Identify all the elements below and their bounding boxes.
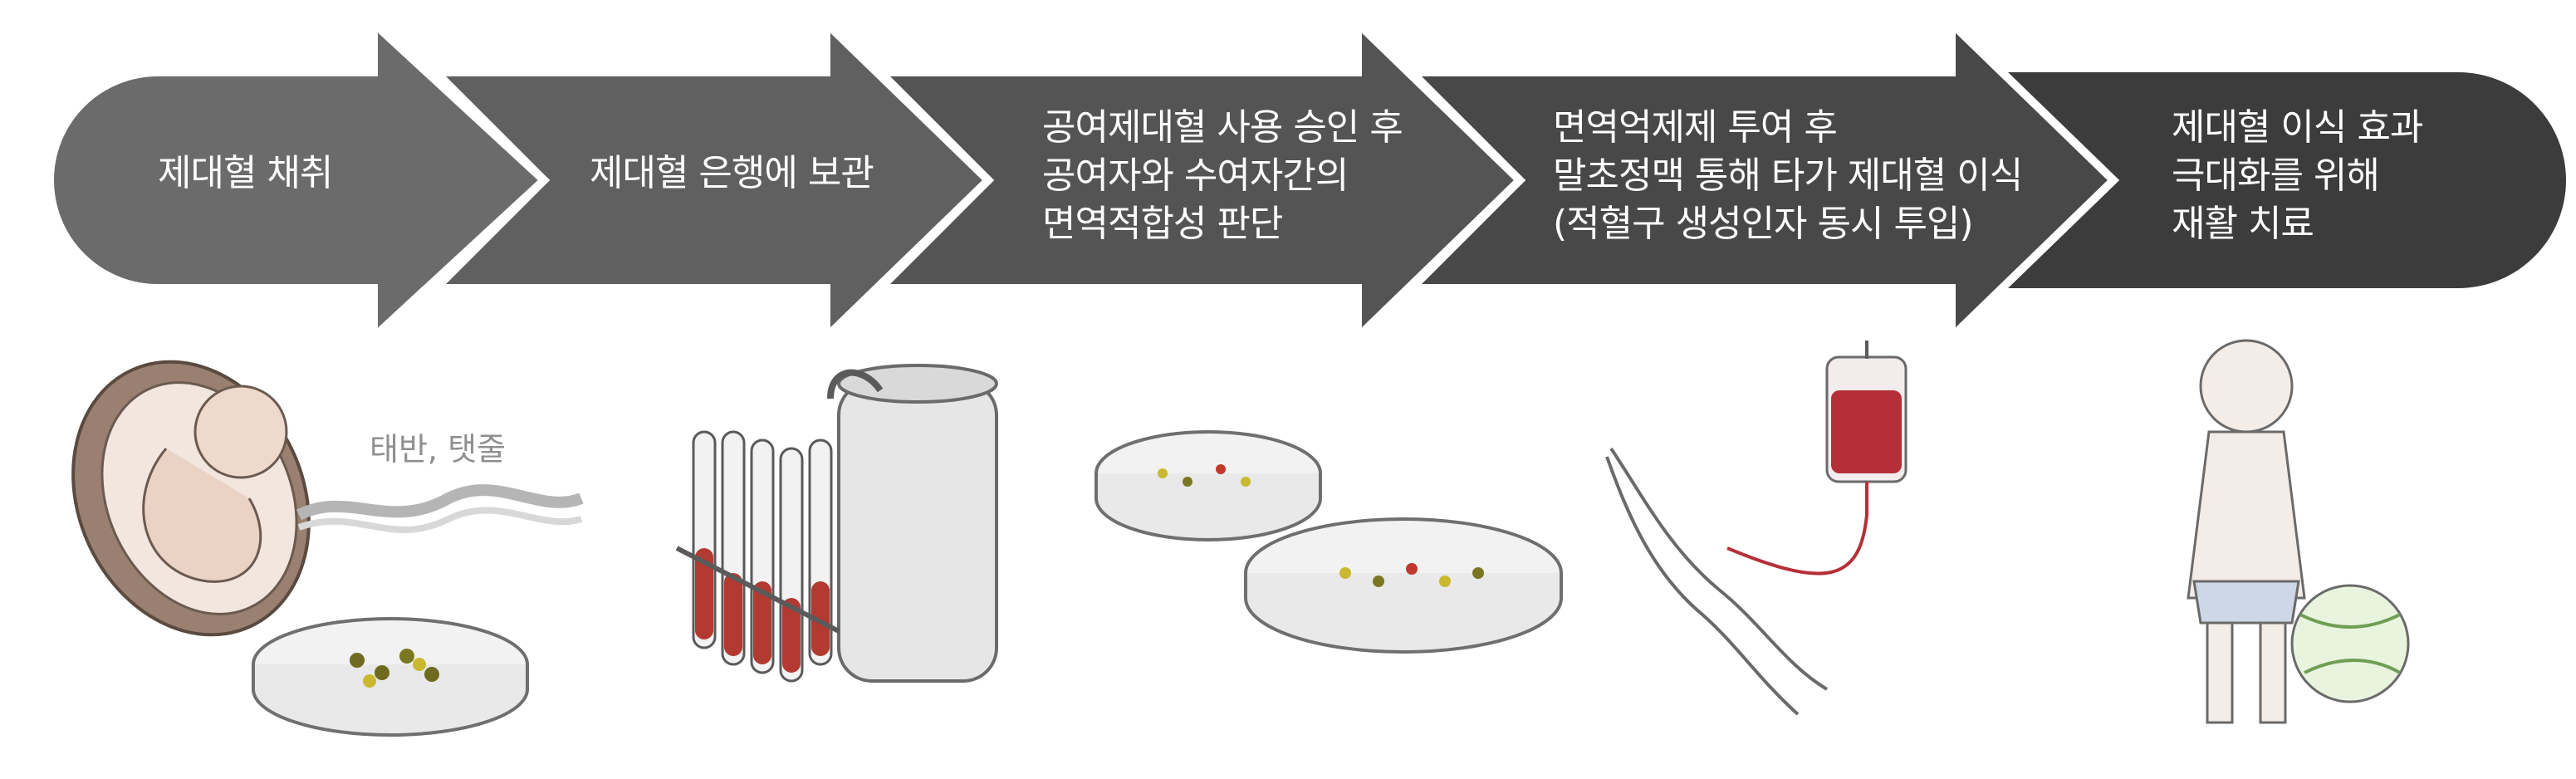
step-5-arrow [1985, 72, 2566, 288]
step-4-label: 면역억제제 투여 후 말초정맥 통해 타가 제대혈 이식 (적혈구 생성인자 동… [1553, 104, 2023, 248]
step-5-line-3: 재활 치료 [2172, 203, 2314, 245]
step-1-line-1: 제대혈 채취 [158, 152, 333, 194]
step-1-label: 제대혈 채취 [158, 149, 333, 198]
step-3-label: 공여제대혈 사용 승인 후 공여자와 수여자간의 면역적합성 판단 [1042, 104, 1403, 248]
test-tube-illustration [675, 364, 998, 683]
iv-transfusion-illustration [1605, 341, 1908, 716]
step-1-arrow [46, 13, 551, 347]
step-3-line-2: 공여자와 수여자간의 [1042, 154, 1349, 197]
step-5-label: 제대혈 이식 효과 극대화를 위해 재활 치료 [2172, 104, 2423, 248]
step-3-line-1: 공여제대혈 사용 승인 후 [1042, 106, 1403, 149]
step-5-line-2: 극대화를 위해 [2172, 154, 2380, 197]
petri-dishes-illustration [1095, 430, 1563, 654]
step-5-line-1: 제대혈 이식 효과 [2172, 106, 2423, 149]
step-4-line-1: 면역억제제 투여 후 [1553, 106, 1838, 149]
step-2-label: 제대혈 은행에 보관 [590, 149, 874, 198]
step-2-line-1: 제대혈 은행에 보관 [590, 152, 874, 194]
petri-dish-illustration [252, 617, 529, 737]
step-4-line-3: (적혈구 생성인자 동시 투입) [1553, 203, 1974, 245]
child-illustration [2187, 339, 2410, 724]
step-3-line-3: 면역적합성 판단 [1042, 203, 1283, 245]
fetus-illustration [71, 360, 584, 637]
step-4-line-2: 말초정맥 통해 타가 제대혈 이식 [1553, 154, 2023, 197]
placenta-caption: 태반, 탯줄 [370, 431, 506, 468]
